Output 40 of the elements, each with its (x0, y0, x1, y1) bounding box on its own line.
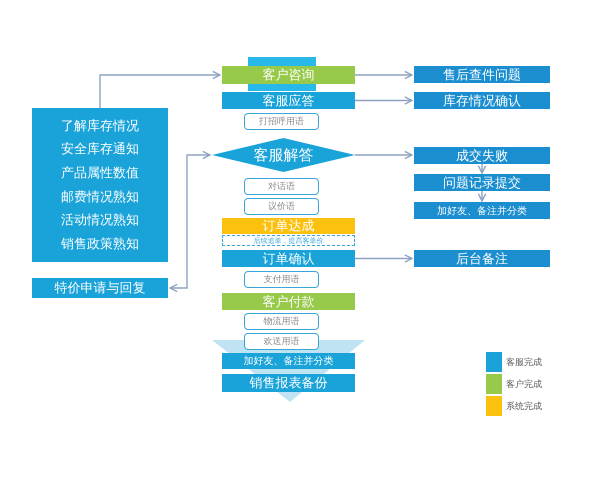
result-box: 后台备注 (414, 250, 550, 267)
script-box: 支付用语 (244, 271, 319, 288)
arrow (99, 70, 221, 108)
arrow (355, 70, 413, 80)
script-box: 打招呼用语 (244, 113, 319, 130)
list-item: 销售政策熟知 (61, 236, 139, 254)
process-box: 客户付款 (222, 293, 355, 310)
script-box: 对话语 (244, 178, 319, 195)
list-item: 安全库存通知 (61, 141, 139, 158)
decision-diamond (212, 138, 355, 172)
info-panel (32, 108, 168, 262)
process-box: 订单确认 (222, 250, 355, 267)
arrow (478, 191, 486, 202)
list-item: 活动情况熟知 (61, 212, 139, 230)
result-box: 成交失败 (414, 147, 550, 164)
process-box: 特价申请与回复 (32, 278, 168, 298)
arrow (355, 254, 413, 263)
list-item: 邮费情况熟知 (61, 188, 139, 206)
script-box: 物流用语 (244, 313, 319, 330)
legend-label: 客户完成 (506, 378, 542, 391)
result-box: 问题记录提交 (414, 174, 550, 191)
process-box: 客户咨询 (222, 66, 355, 84)
list-item: 了解库存情况 (61, 118, 139, 135)
process-box: 客服应答 (222, 92, 355, 109)
process-box: 销售报表备份 (222, 374, 355, 392)
legend-label: 客服完成 (506, 356, 542, 369)
list-item: 产品属性数值 (61, 165, 139, 182)
result-box: 售后查件问题 (414, 66, 550, 83)
script-box: 欢送用语 (244, 333, 319, 350)
arrow (355, 96, 413, 105)
result-box: 库存情况确认 (414, 92, 550, 109)
process-box: 加好友、备注并分类 (222, 353, 355, 369)
diamond-label: 客服解答 (254, 146, 314, 164)
arrow (169, 150, 211, 292)
result-box: 加好友、备注并分类 (414, 202, 550, 219)
legend-label: 系统完成 (506, 400, 542, 413)
script-box: 议价语 (244, 198, 319, 215)
arrow (478, 164, 486, 174)
arrow (355, 150, 413, 160)
process-box: 订单达成 (222, 218, 355, 234)
